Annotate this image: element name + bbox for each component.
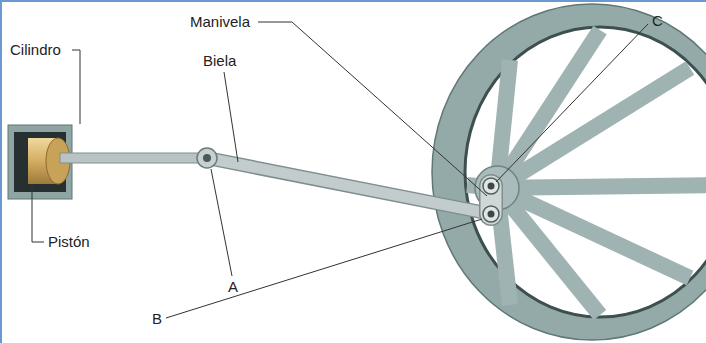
leader-line [496,24,648,182]
part-label: Pistón [48,233,90,251]
wheel-rim-shadow [465,27,706,317]
part-label: Manivela [190,13,250,31]
frame-line [0,0,706,2]
leader-line [72,50,80,124]
pin-a-center [203,154,211,162]
part-label: Cilindro [10,41,61,59]
point-label: B [152,310,162,328]
pin-a [197,148,217,168]
leader-line [211,169,232,276]
leader-line [224,72,238,162]
leader-line [32,186,44,242]
leader-lines [32,22,648,318]
connecting-rod-edge [207,158,491,214]
spoke [497,185,706,188]
point-label: A [228,278,238,296]
spoke [497,68,690,188]
leader-line [166,219,482,318]
frame-line [0,0,2,343]
pin-b-center [488,211,495,218]
wheel-rim [432,4,706,340]
point-label: C [652,12,663,30]
connecting-rod [207,158,491,214]
pin-c-center [488,183,495,190]
leader-line [258,22,487,196]
pin-c [483,178,499,194]
part-label: Biela [203,52,236,70]
piston-rod [60,153,208,163]
spoke [497,188,600,315]
pin-b [483,206,499,222]
wheel-spokes [467,30,706,315]
